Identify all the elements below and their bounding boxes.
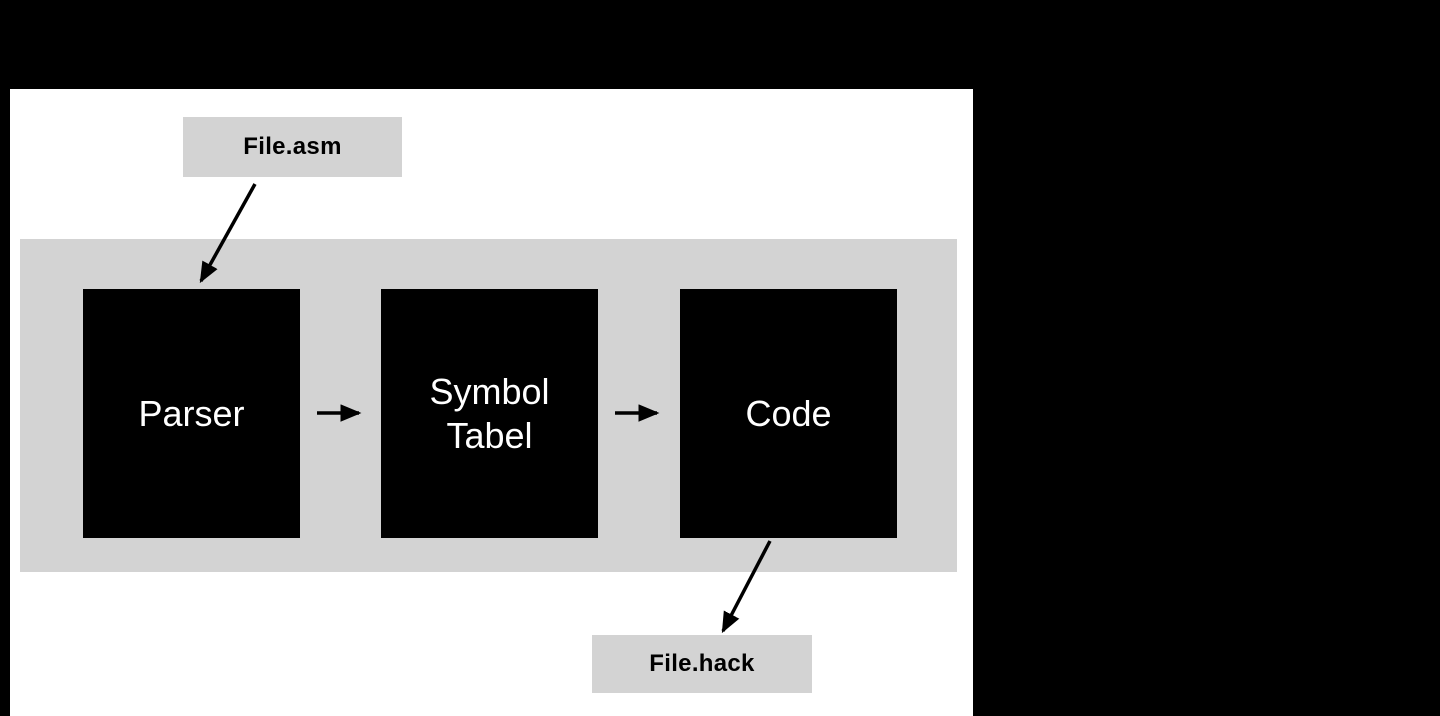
- node-symbol-table: Symbol Tabel: [381, 289, 598, 538]
- node-symbol-table-label-line2: Tabel: [446, 414, 533, 456]
- node-symbol-table-label-line1: Symbol: [429, 370, 550, 412]
- node-parser-label: Parser: [138, 392, 245, 434]
- node-file-asm-label: File.asm: [243, 133, 342, 160]
- node-code: Code: [680, 289, 897, 538]
- node-file-hack: File.hack: [592, 635, 812, 693]
- node-code-label: Code: [745, 392, 832, 434]
- node-file-asm: File.asm: [183, 117, 402, 177]
- node-parser: Parser: [83, 289, 300, 538]
- diagram-panel: File.asm Parser Symbol Tabel Code File.h…: [10, 89, 973, 716]
- node-file-hack-label: File.hack: [649, 650, 755, 677]
